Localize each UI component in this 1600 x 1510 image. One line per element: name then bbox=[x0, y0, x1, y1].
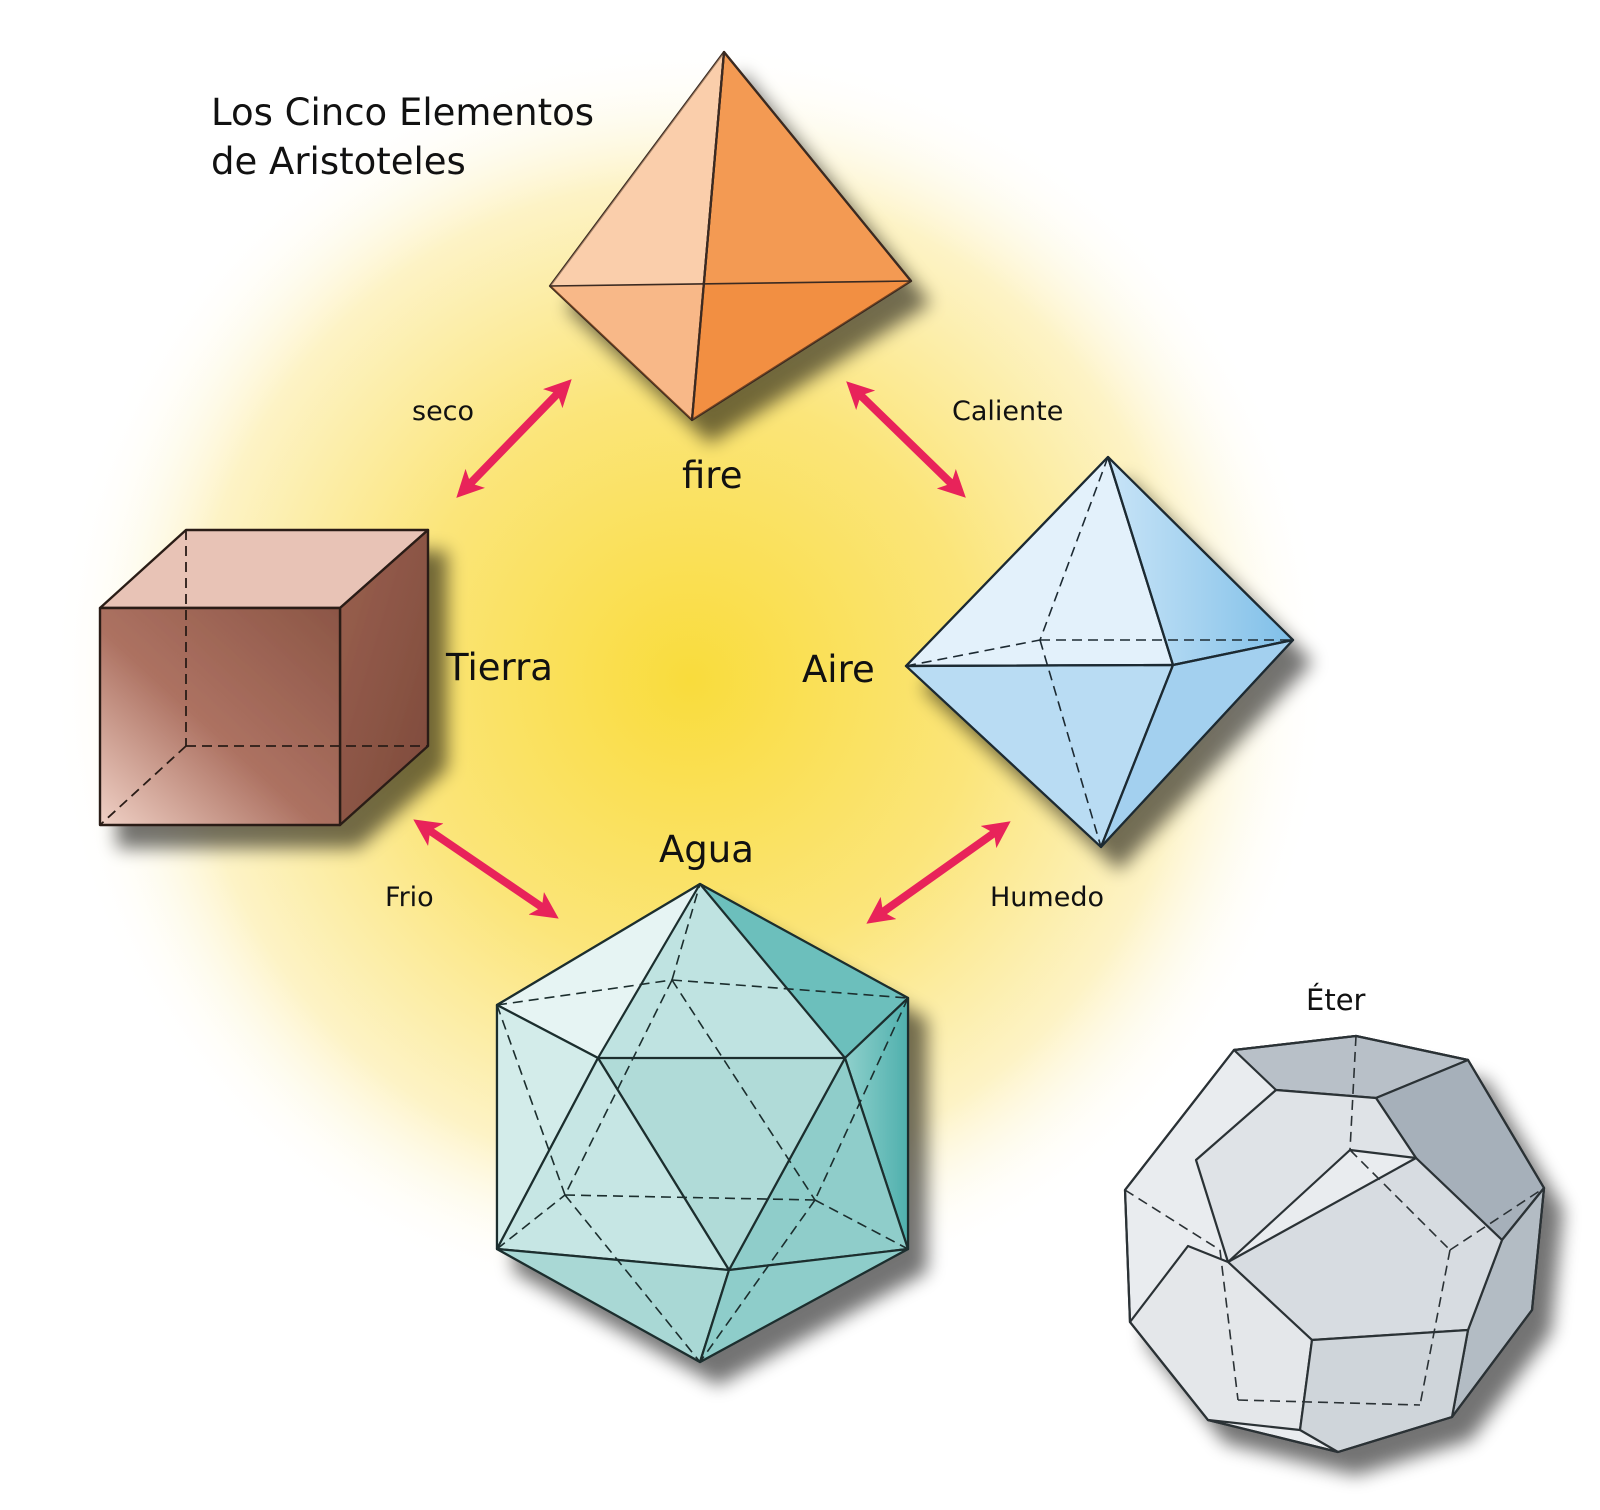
fire-tetrahedron bbox=[548, 50, 913, 422]
diagram-title: Los Cinco Elementos de Aristoteles bbox=[211, 88, 631, 186]
label-tierra: Tierra bbox=[446, 646, 553, 689]
label-aire: Aire bbox=[802, 648, 875, 691]
label-caliente: Caliente bbox=[952, 396, 1064, 427]
eter-dodecahedron bbox=[1123, 1034, 1546, 1454]
label-frio: Frio bbox=[385, 882, 434, 913]
title-line-1: Los Cinco Elementos bbox=[211, 91, 595, 134]
arrow-humedo bbox=[866, 821, 1011, 924]
agua-icosahedron bbox=[495, 882, 910, 1364]
title-line-2: de Aristoteles bbox=[211, 140, 466, 183]
arrow-caliente bbox=[846, 381, 966, 498]
label-eter: Éter bbox=[1306, 983, 1366, 1017]
label-fire: fire bbox=[682, 454, 743, 497]
tierra-cube bbox=[98, 528, 430, 827]
label-seco: seco bbox=[412, 396, 475, 427]
label-humedo: Humedo bbox=[990, 882, 1104, 913]
arrows bbox=[413, 379, 1011, 924]
arrow-frio bbox=[413, 819, 559, 919]
arrow-seco bbox=[456, 379, 572, 498]
yellow-glow bbox=[50, 40, 1330, 1320]
aire-octahedron bbox=[904, 455, 1295, 849]
label-agua: Agua bbox=[659, 828, 754, 871]
